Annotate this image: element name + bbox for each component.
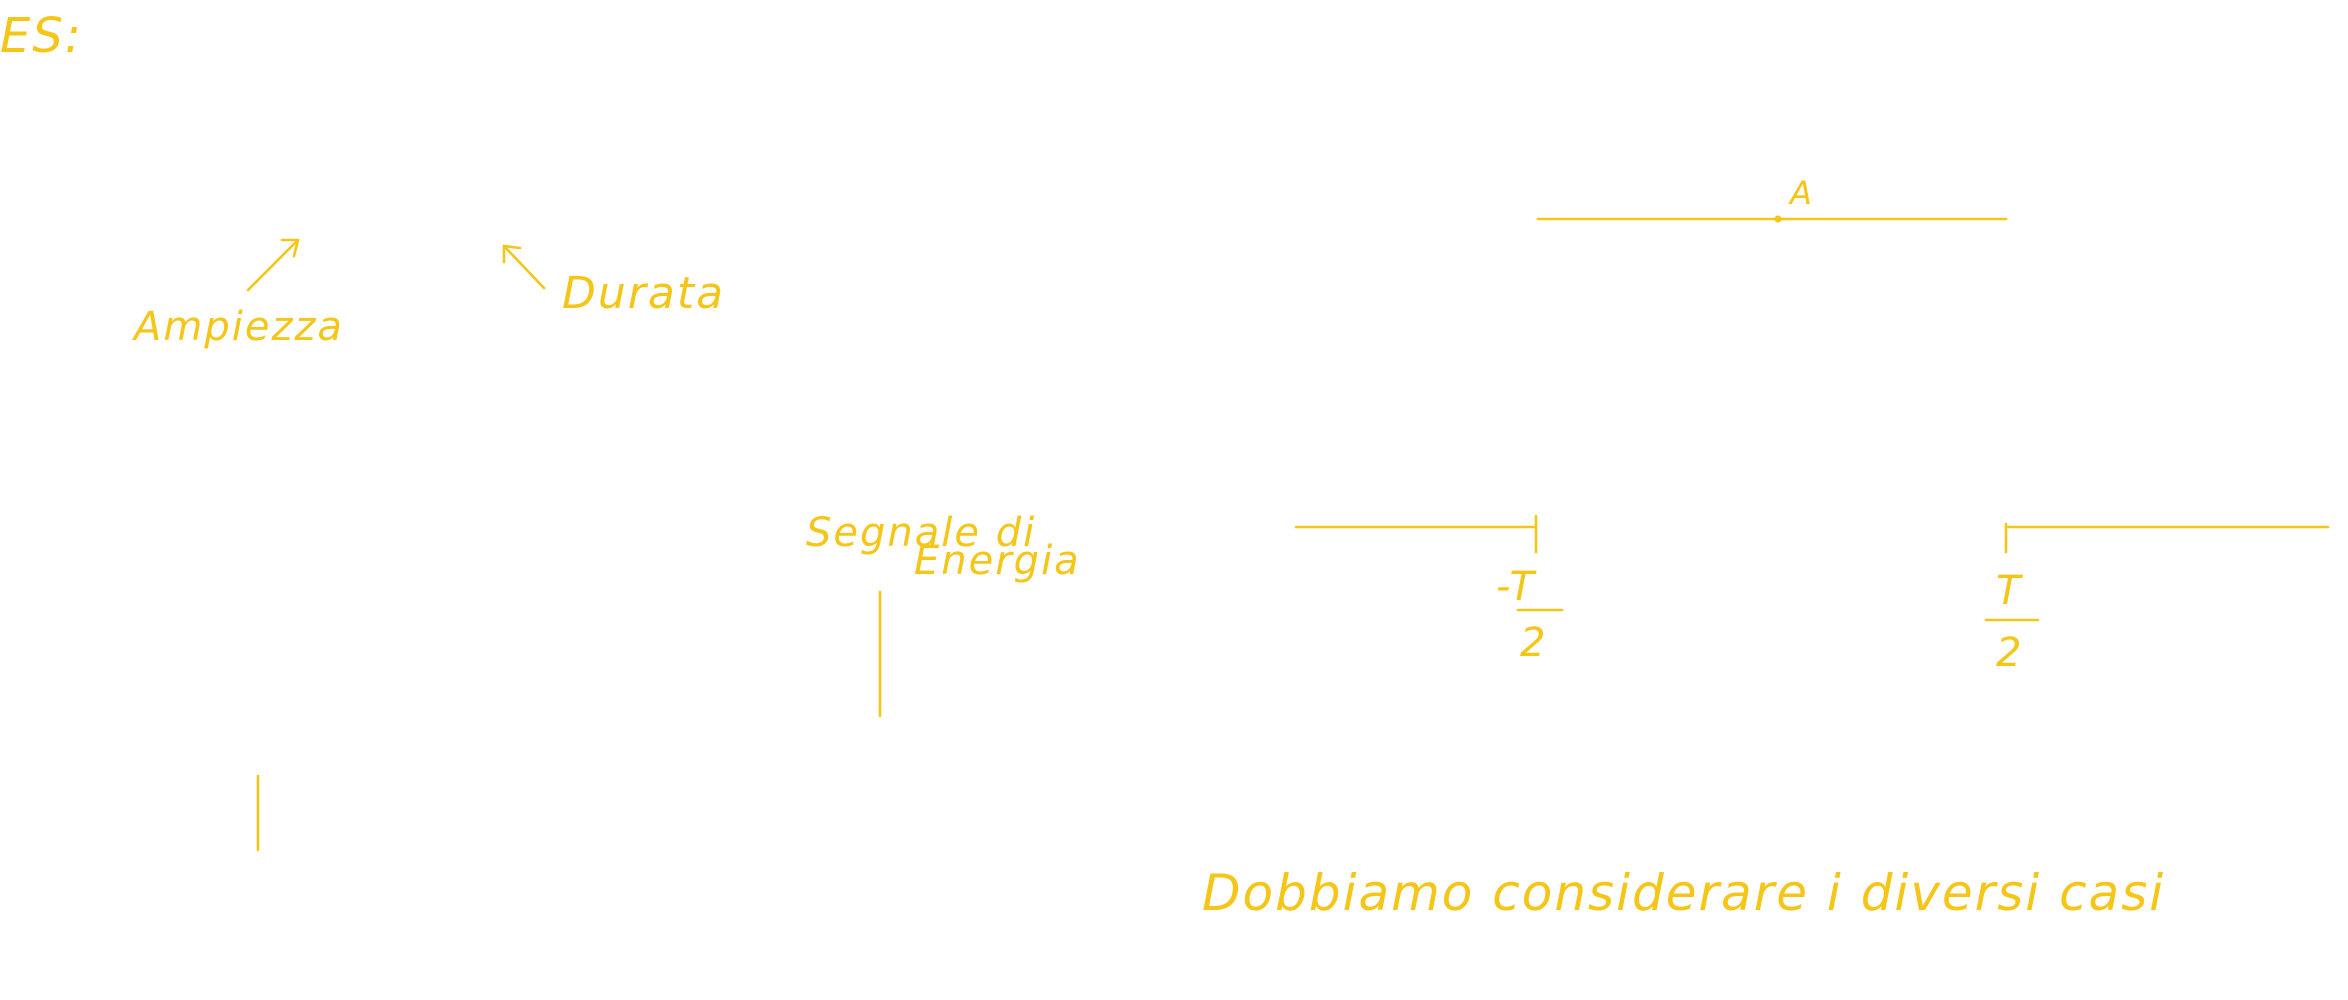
left-edge-fraction: -T 2 <box>1496 564 1564 666</box>
amplitude-dot <box>1774 215 1782 223</box>
signal-label-line1: Segnale di <box>806 510 1036 556</box>
heading-es: ES: <box>0 8 83 64</box>
left-edge-numerator: -T <box>1496 564 1538 610</box>
amplitude-symbol: A <box>1788 174 1814 212</box>
conclusion-text: Dobbiamo considerare i diversi casi <box>1202 864 2165 922</box>
amplitude-arrow <box>246 238 300 292</box>
duration-arrow <box>502 244 546 290</box>
signal-baseline <box>1294 514 2330 554</box>
right-edge-denominator: 2 <box>1996 630 2023 676</box>
right-edge-fraction: T 2 <box>1984 568 2040 676</box>
duration-label: Durata <box>562 268 725 319</box>
right-edge-numerator: T <box>1996 568 2024 614</box>
amplitude-label: Ampiezza <box>131 304 344 350</box>
signal-label-line2: Energia <box>914 538 1081 584</box>
left-edge-denominator: 2 <box>1520 620 1547 666</box>
